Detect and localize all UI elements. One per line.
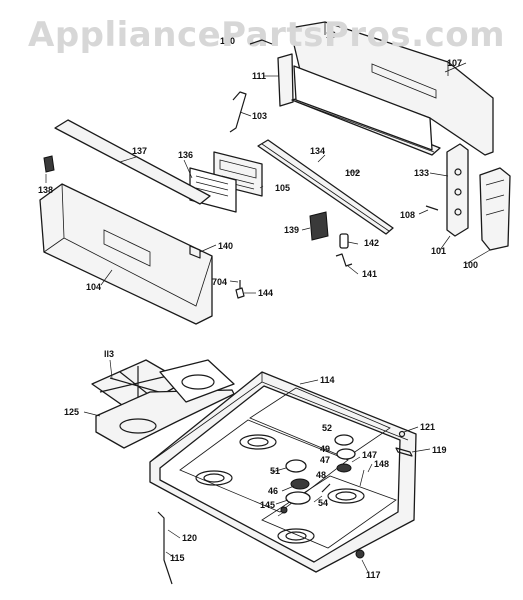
label-144: 144: [258, 288, 273, 298]
part-46-head: [285, 491, 311, 505]
label-49: 49: [320, 444, 330, 454]
part-125-drip-pan: [95, 389, 235, 449]
label-139: 139: [284, 225, 299, 235]
label-52: 52: [322, 423, 332, 433]
label-46: 46: [268, 486, 278, 496]
part-117-screw: [355, 549, 365, 559]
part-47-cap: [336, 463, 352, 473]
label-111: 111: [252, 71, 266, 81]
watermark: AppliancePartsPros.com: [28, 15, 505, 55]
part-111-end-bracket: [277, 53, 294, 107]
part-48-cap: [290, 478, 310, 490]
cooktop-assembly: [91, 359, 417, 585]
label-48: 48: [316, 470, 326, 480]
part-103-rod: [229, 91, 247, 133]
label-54: 54: [318, 498, 328, 508]
part-139-switch: [309, 211, 329, 241]
label-104: 104: [86, 282, 101, 292]
part-115-wire: [157, 511, 173, 585]
label-119: 119: [432, 445, 447, 455]
label-113: ll3: [104, 349, 114, 359]
label-103: 103: [252, 111, 267, 121]
callout-labels: 107 111 103 137 136 134 102 133 105 138 …: [38, 30, 478, 580]
part-138-clip: [43, 155, 55, 173]
part-133-bracket: [446, 143, 469, 237]
label-133: 133: [414, 168, 429, 178]
label-125: 125: [64, 407, 79, 417]
label-136: 136: [178, 150, 193, 160]
part-52-cap: [334, 434, 354, 446]
part-141-clip: [335, 253, 353, 267]
label-137: 137: [132, 146, 147, 156]
label-704: 704: [212, 277, 227, 287]
part-49-head: [336, 448, 356, 460]
label-134: 134: [310, 146, 325, 156]
part-51-cap: [285, 459, 307, 473]
label-110: 10: [326, 30, 336, 40]
label-121: 121: [420, 422, 435, 432]
label-101: 101: [431, 246, 446, 256]
upper-assembly: [39, 21, 511, 325]
label-107: 107: [447, 58, 462, 68]
label-147b: 147: [362, 450, 377, 460]
label-102: 102: [345, 168, 360, 178]
label-148: 148: [374, 459, 389, 469]
label-108: 108: [400, 210, 415, 220]
label-145: 145: [260, 500, 275, 510]
part-104-panel: [39, 183, 213, 325]
part-100-end-cap: [479, 167, 511, 251]
label-138: 138: [38, 185, 53, 195]
label-117: 117: [366, 570, 381, 580]
part-119-bracket: [395, 447, 413, 457]
label-140: 140: [218, 241, 233, 251]
burner-heads: [195, 434, 365, 544]
part-137-trim: [54, 119, 211, 205]
label-100: 100: [463, 260, 478, 270]
label-130: 130: [220, 36, 235, 46]
label-141: 141: [362, 269, 377, 279]
part-142-spark: [339, 233, 349, 249]
label-115: 115: [170, 553, 185, 563]
leader-lines: [45, 62, 491, 573]
label-47: 47: [320, 455, 330, 465]
label-120: 120: [182, 533, 197, 543]
label-142: 142: [364, 238, 379, 248]
label-114: 114: [320, 375, 335, 385]
label-51: 51: [270, 466, 280, 476]
label-105: 105: [275, 183, 290, 193]
